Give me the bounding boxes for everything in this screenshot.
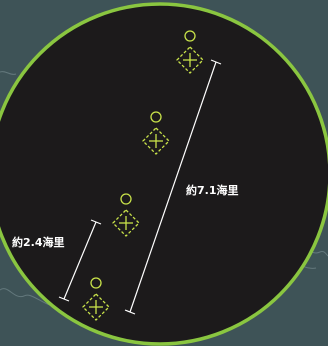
diamond-crosshair-icon: [142, 111, 170, 155]
marker-1[interactable]: [176, 30, 204, 74]
marker-circle-icon: [184, 30, 196, 42]
marker-4[interactable]: [82, 277, 110, 321]
short-distance-line: [58, 219, 102, 302]
marker-3[interactable]: [112, 193, 140, 237]
diamond-crosshair-icon: [82, 277, 110, 321]
diamond-crosshair-icon: [112, 193, 140, 237]
short-distance-label: 約2.4海里: [12, 235, 65, 249]
marker-2[interactable]: [142, 111, 170, 155]
long-distance-label: 約7.1海里: [186, 183, 239, 197]
marker-circle-icon: [120, 193, 132, 205]
diamond-crosshair-icon: [176, 30, 204, 74]
long-distance-line: [124, 59, 222, 315]
marker-circle-icon: [150, 111, 162, 123]
marker-circle-icon: [90, 277, 102, 289]
